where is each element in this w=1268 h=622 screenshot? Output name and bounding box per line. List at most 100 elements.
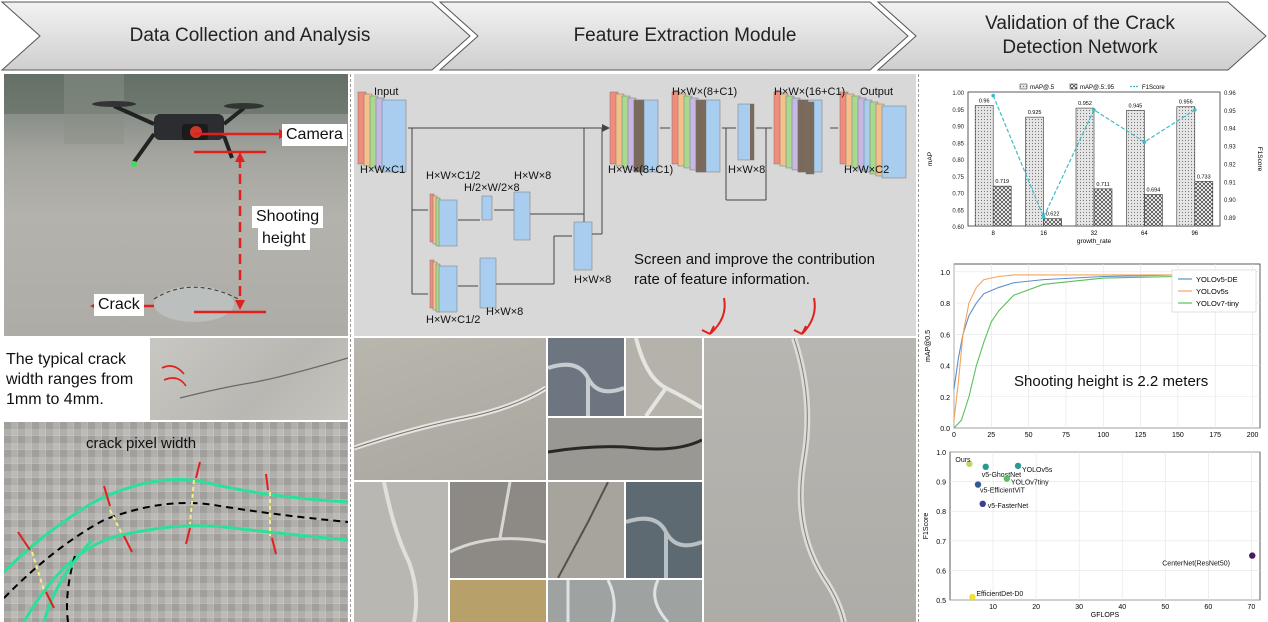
label-hwc1-half-a: H×W×C1/2 [426,170,481,182]
legend-swatch-b [1069,83,1078,90]
label-output: Output [860,86,894,98]
y-tick-label: 0.5 [936,598,946,605]
branch1-out-block [513,191,531,241]
scatter-point [969,593,976,601]
label-hwc1-half-b: H×W×C1/2 [426,314,481,326]
label-hw8c1-bottom: H×W×(8+C1) [608,164,674,176]
legend-label: YOLOv5-DE [1196,275,1238,284]
y2-tick-label: 0.89 [1224,216,1236,222]
label-hwc1: H×W×C1 [360,164,406,176]
x-tick-label: 70 [1247,604,1255,611]
crack-pixel-width-label: crack pixel width [86,435,197,452]
x-tick-label: 20 [1032,604,1040,611]
f1-point [1142,140,1147,144]
bar-label-a: 0.925 [1028,110,1042,116]
crack-photo-8 [548,482,624,578]
legend-label: YOLOv5s [1196,287,1229,296]
scatter-point [979,500,986,507]
x-axis-label: growth_rate [1077,238,1112,245]
y-tick-label: 0.75 [952,175,964,181]
header-process-arrows [0,1,1267,71]
y-tick-label: 0.6 [936,568,946,575]
crack-pixel-image [4,422,348,622]
divider-right [918,74,919,622]
y-tick-label: 0.0 [940,426,950,433]
y-tick-label: 0.85 [952,141,964,147]
legend-label: YOLOv7-tiny [1196,299,1239,308]
bar-map50 [1025,116,1044,227]
bar-label-b: 0.694 [1147,188,1161,194]
scatter-point [974,481,982,488]
y2-tick-label: 0.96 [1224,91,1236,97]
legend-label-b: mAP@.5:.95 [1080,85,1115,91]
stage-1-title: Data Collection and Analysis [129,25,371,46]
divider-left [350,74,351,622]
branch2-out-block [479,257,497,309]
x-tick-label: 64 [1141,231,1148,237]
y-tick-label: 1.0 [940,270,950,277]
f1-point [1092,108,1096,112]
bar-label-a: 0.96 [979,98,990,104]
scatter-point [1003,475,1011,482]
bar-label-a: 0.952 [1078,101,1092,107]
x-tick-label: 150 [1172,432,1184,439]
y-tick-label: 0.95 [952,108,964,114]
crack-photo-5 [704,338,916,622]
scatter-label: YOLOv5s [1022,467,1053,474]
x-tick-label: 32 [1091,231,1098,237]
crack-closeup-drawing [161,357,348,399]
crack-closeup-photo [150,338,348,420]
drone-icon [92,101,264,167]
shooting-height-label-1: Shooting [252,206,324,228]
crack-photo-1 [354,338,546,480]
bar-map50 [1176,106,1196,227]
y-tick-label: 0.80 [952,158,964,164]
y2-tick-label: 0.94 [1224,127,1236,133]
y-tick-label: 1.00 [952,91,964,97]
crack-photo-10 [450,580,546,622]
legend-swatch-a [1019,83,1028,90]
x-tick-label: 75 [1062,432,1070,439]
crack-photo-7 [450,482,546,578]
typical-width-text-2: width ranges from [6,371,134,388]
x-tick-label: 175 [1209,432,1221,439]
label-input: Input [374,86,399,98]
scatter-point [982,463,989,470]
uav-photo [4,74,348,336]
scatter-label: v5-GhostNet [982,472,1021,479]
bar-map5095 [992,185,1012,227]
x-tick-label: 30 [1075,604,1083,611]
bar-label-b: 0.733 [1197,174,1211,180]
label-hw8-a: H×W×8 [514,170,552,182]
merge-block [573,221,593,271]
y2-tick-label: 0.90 [1224,198,1236,204]
x-tick-label: 50 [1025,432,1033,439]
scatter-label: v5-FasterNet [988,503,1029,510]
f1-point [1193,108,1197,112]
scatter-label: YOLOv7tiny [1011,480,1049,487]
legend-label-a: mAP@.5 [1030,85,1055,91]
bar-map5095 [1043,218,1062,227]
x-tick-label: 100 [1097,432,1109,439]
crack-photo-9 [626,482,702,578]
y-tick-label: 0.7 [936,539,946,546]
y-tick-label: 0.65 [952,208,964,214]
scatter-point [966,460,973,468]
y-tick-label: 0.4 [940,364,950,371]
scatter-label: CenterNet(ResNet50) [1162,561,1230,568]
y-axis-label: F1Score [923,513,930,540]
series-line-2 [953,274,1253,429]
bar-map50 [1126,110,1145,227]
x-tick-label: 60 [1204,604,1212,611]
label-hw8c1-top: H×W×(8+C1) [672,86,738,98]
crack-photo-2 [548,338,624,416]
y-axis-label: mAP [927,152,934,166]
legend-label-c: F1Score [1142,85,1165,91]
scatter-point [1014,462,1022,470]
y2-axis-label: F1Score [1256,147,1263,172]
scatter-label: Ours [955,457,971,464]
label-hwc2: H×W×C2 [844,164,890,176]
bar-label-b: 0.719 [995,179,1009,185]
hollow-arrows [701,297,816,335]
